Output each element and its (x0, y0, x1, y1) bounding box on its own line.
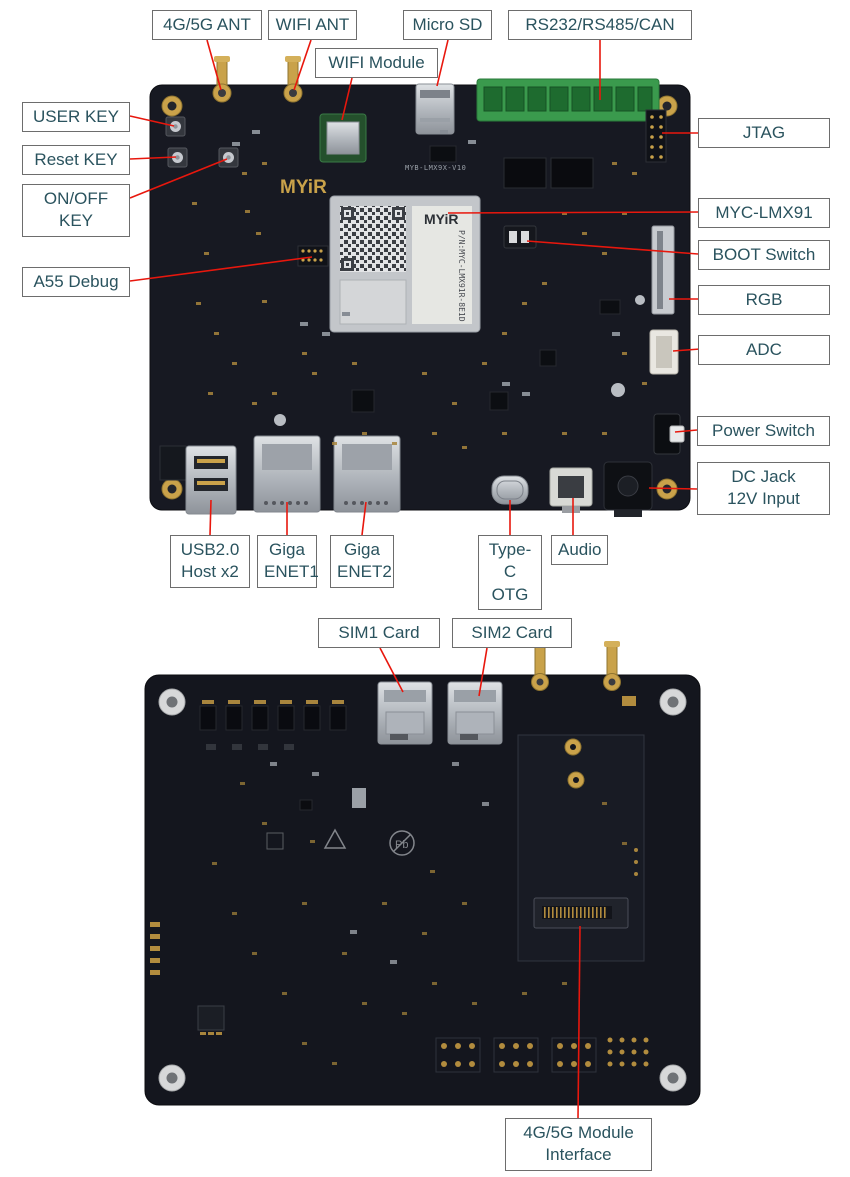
callout-adc: ADC (698, 335, 830, 366)
callout-myc-lmx91: MYC-LMX91 (698, 198, 830, 229)
reset-key-button (167, 147, 188, 168)
leader-lines (129, 39, 701, 1119)
callout-jtag: JTAG (698, 118, 830, 149)
leader-enet2 (361, 501, 367, 536)
callout-4g5g-module: 4G/5G Module Interface (505, 1118, 652, 1171)
callout-power-switch: Power Switch (697, 416, 830, 447)
adc-connector (649, 329, 679, 375)
wifi-module-chip (319, 113, 367, 163)
power-switch-toggle (653, 413, 685, 455)
smd-components-gold (192, 162, 647, 449)
module-label (412, 206, 472, 324)
callout-wifi-module: WIFI Module (315, 48, 438, 79)
terminal-block-rs232 (476, 78, 660, 122)
seal-mark (266, 832, 284, 850)
board-rev-text: MYB-LMX9X-V10 (405, 164, 466, 172)
module-brand-text: MYiR (424, 211, 458, 227)
board-bottom-photo: Pb (144, 641, 701, 1106)
callout-reset-key: Reset KEY (22, 145, 130, 176)
callout-4g5g-ant: 4G/5G ANT (152, 10, 262, 41)
rgb-connector (651, 225, 675, 315)
leader-onoff-key (129, 158, 228, 199)
leader-wifi-ant (293, 39, 312, 91)
qr-finder-marks (341, 207, 405, 271)
callout-typec-otg: Type-C OTG (478, 535, 542, 611)
antenna-connector-bottom-1 (531, 641, 549, 691)
user-key-button (165, 116, 186, 137)
leader-4g5g-ant (206, 39, 222, 91)
callout-a55-debug: A55 Debug (22, 267, 130, 298)
callout-giga-enet2: Giga ENET2 (330, 535, 394, 588)
microsd-slot (415, 83, 455, 135)
board-brand-text: MYiR (280, 177, 327, 198)
callout-sim1: SIM1 Card (318, 618, 440, 649)
leader-4g5g-module (577, 925, 581, 1119)
callout-wifi-ant: WIFI ANT (268, 10, 357, 41)
module-shield (339, 279, 407, 325)
pb-free-mark: Pb (389, 830, 415, 856)
recycle-mark (323, 828, 347, 849)
audio-jack (549, 467, 593, 513)
smd-components-bottom-gold (212, 782, 627, 1065)
m2-connector-4g5g (533, 897, 629, 929)
svg-text:Pb: Pb (395, 839, 408, 851)
leader-power-switch (674, 429, 698, 433)
smd-components-bottom-silver (270, 762, 489, 964)
boot-switch-dip (503, 225, 537, 249)
leader-reset-key (129, 156, 177, 160)
usb20-connector (185, 445, 237, 515)
callout-rgb: RGB (698, 285, 830, 316)
enet2-connector (333, 435, 401, 513)
leader-sim2 (478, 647, 488, 697)
board-top-photo: MYiR MYB-LMX9X-V10 MYiR P/N:MYC-LMX91R-8… (149, 56, 691, 517)
callout-onoff-key: ON/OFF KEY (22, 184, 130, 237)
leader-user-key (129, 115, 175, 127)
callout-audio: Audio (551, 535, 608, 566)
jtag-header (645, 109, 667, 163)
callout-usb20-host: USB2.0 Host x2 (170, 535, 250, 588)
leader-a55-debug (129, 256, 313, 282)
power-ics (159, 145, 645, 481)
leader-adc (672, 348, 701, 352)
callout-boot-switch: BOOT Switch (698, 240, 830, 271)
callout-dc-jack: DC Jack 12V Input (697, 462, 830, 515)
onoff-key-button (218, 147, 239, 168)
standoffs-bottom (158, 688, 687, 1092)
mounting-screws-top (161, 95, 678, 500)
smd-components-silver (232, 130, 620, 396)
antenna-connector-bottom-2 (603, 641, 636, 706)
callout-rs232: RS232/RS485/CAN (508, 10, 692, 41)
leader-usb20 (209, 499, 212, 536)
misc-components-bottom (150, 788, 366, 1035)
leader-sim1 (379, 647, 404, 693)
som-module: MYiR P/N:MYC-LMX91R-8E1D (329, 195, 481, 333)
typec-connector (491, 475, 529, 505)
antenna-connector-4g5g (212, 56, 232, 103)
enet1-connector (253, 435, 321, 513)
sim1-slot (377, 681, 433, 745)
solder-pad-clusters (435, 1037, 649, 1073)
leader-wifi-module (341, 77, 353, 121)
module-pn-text: P/N:MYC-LMX91R-8E1D (457, 230, 466, 322)
sim2-slot (447, 681, 503, 745)
antenna-connector-wifi (283, 56, 303, 103)
leader-boot-switch (526, 240, 699, 255)
callout-sim2: SIM2 Card (452, 618, 572, 649)
leader-micro-sd (436, 39, 449, 87)
callout-user-key: USER KEY (22, 102, 130, 133)
dc-jack (603, 461, 653, 517)
callout-micro-sd: Micro SD (403, 10, 492, 41)
ic-row (199, 700, 347, 750)
a55-debug-header (297, 245, 329, 267)
callout-giga-enet1: Giga ENET1 (257, 535, 319, 588)
leader-dc-jack (648, 487, 698, 490)
leader-myc-lmx91 (447, 211, 701, 214)
